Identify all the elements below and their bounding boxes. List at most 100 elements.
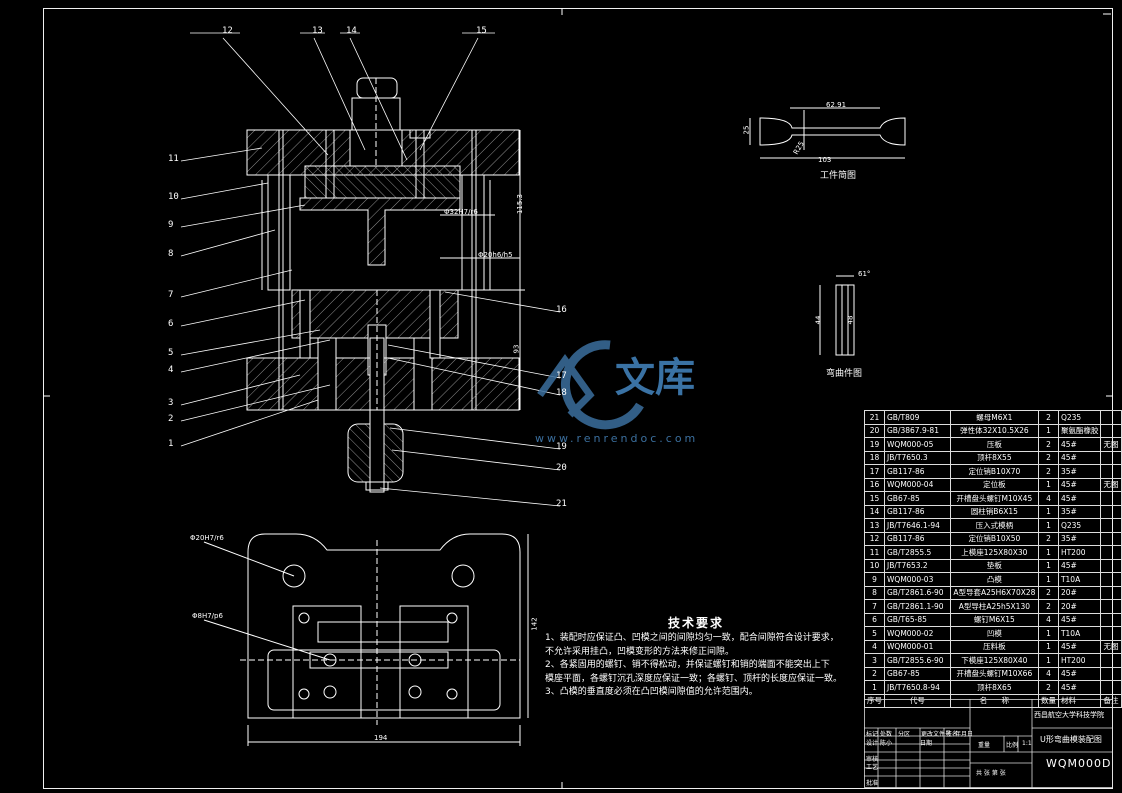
bom-cell: 1 <box>1037 653 1059 668</box>
callout-21: 21 <box>556 499 567 509</box>
callout-3: 3 <box>168 398 174 408</box>
bom-cell: 45# <box>1057 491 1102 506</box>
bom-cell <box>1100 572 1122 587</box>
bom-cell: 2 <box>1037 599 1059 614</box>
bom-cell: A型导套A25H6X70X28 <box>949 585 1039 600</box>
bom-cell: 凹模 <box>949 626 1039 641</box>
tech-requirements: 1、装配时应保证凸、凹模之间的间隙均匀一致，配合间隙符合设计要求， 不允许采用挂… <box>545 615 865 700</box>
bom-cell: 聚氨酯橡胶 <box>1057 423 1102 438</box>
bom-cell: 17 <box>864 464 885 479</box>
bom-cell: 3 <box>864 653 885 668</box>
tech-line: 2、各紧固用的螺钉、销不得松动，并保证螺钉和销的端面不能突出上下 <box>545 660 830 671</box>
bom-cell: 45# <box>1057 450 1102 465</box>
bom-cell: 弹性体32X10.5X26 <box>949 423 1039 438</box>
workpiece-sketch <box>749 107 906 159</box>
bom-cell <box>1100 585 1122 600</box>
bom-cell: 2 <box>1037 464 1059 479</box>
bent-dim-h2: 48 <box>846 315 855 325</box>
bom-cell: 2 <box>1037 450 1059 465</box>
callout-18: 18 <box>556 388 567 398</box>
tb-school: 西昌航空大学科技学院 <box>1034 711 1104 719</box>
bom-cell: GB67-85 <box>884 666 951 681</box>
tb-row-sign: 签名 <box>946 731 959 738</box>
callout-15: 15 <box>476 26 487 36</box>
bom-cell: 2 <box>1037 437 1059 452</box>
bom-cell: GB117-86 <box>884 504 951 519</box>
bom-cell: 2 <box>864 666 885 681</box>
bom-cell: 开槽盘头螺钉M10X45 <box>949 491 1039 506</box>
bom-cell: 1 <box>1037 639 1059 654</box>
bom-cell: Q235 <box>1057 518 1102 533</box>
bom-cell: 压料板 <box>949 639 1039 654</box>
front-section <box>246 77 525 493</box>
bom-cell <box>1100 518 1122 533</box>
bom-cell <box>1100 545 1122 560</box>
bom-cell: 21 <box>864 410 885 425</box>
tech-line: 模座平面，各螺钉沉孔深度应保证一致；各螺钉、顶杆的长度应保证一致。 <box>545 673 843 684</box>
bom-cell: T10A <box>1057 572 1102 587</box>
bom-cell: 1 <box>1037 518 1059 533</box>
bom-cell: GB/3867.9-81 <box>884 423 951 438</box>
bom-cell: GB/T2855.5 <box>884 545 951 560</box>
bom-cell: 45# <box>1057 558 1102 573</box>
bom-cell <box>1100 531 1122 546</box>
bom-cell <box>1100 626 1122 641</box>
bom-cell: 45# <box>1057 639 1102 654</box>
tb-scale: 比例 <box>1006 742 1019 749</box>
bom-cell: GB/T2861.6-90 <box>884 585 951 600</box>
bom-cell: 8 <box>864 585 885 600</box>
bom-cell: 压入式模柄 <box>949 518 1039 533</box>
callout-5: 5 <box>168 348 174 358</box>
bom-cell: GB67-85 <box>884 491 951 506</box>
bom-cell <box>1100 504 1122 519</box>
callout-1: 1 <box>168 439 174 449</box>
bom-cell: 1 <box>1037 423 1059 438</box>
bom-cell <box>1100 666 1122 681</box>
bom-cell: 11 <box>864 545 885 560</box>
dim-fit-top: Φ32H7/r6 <box>444 208 478 216</box>
bom-cell: GB117-86 <box>884 464 951 479</box>
bom-cell: 2 <box>1037 585 1059 600</box>
callout-9: 9 <box>168 220 174 230</box>
bom-cell: 35# <box>1057 464 1102 479</box>
bom-cell: 45# <box>1057 437 1102 452</box>
bom-header-cell: 数量 <box>1037 693 1059 708</box>
bom-cell: 凸模 <box>949 572 1039 587</box>
bom-cell <box>1100 450 1122 465</box>
bom-cell: GB/T2855.6-90 <box>884 653 951 668</box>
workpiece-dim-total: 103 <box>818 156 832 164</box>
bom-cell: HT200 <box>1057 653 1102 668</box>
bom-cell: 顶杆8X65 <box>949 680 1039 695</box>
bom-cell: WQM000-04 <box>884 477 951 492</box>
bom-cell: 无图 <box>1100 437 1122 452</box>
tb-role-approve: 批准 <box>866 780 879 787</box>
bom-cell <box>1100 653 1122 668</box>
callout-6: 6 <box>168 319 174 329</box>
bom-cell <box>1100 491 1122 506</box>
bom-header-cell: 材料 <box>1057 693 1102 708</box>
top-view <box>203 533 529 746</box>
callout-19: 19 <box>556 442 567 452</box>
callout-17: 17 <box>556 371 567 381</box>
dim-width-bottom: 194 <box>374 734 388 742</box>
bom-cell: 1 <box>1037 626 1059 641</box>
bom-cell: 螺母M6X1 <box>949 410 1039 425</box>
bom-cell: 4 <box>864 639 885 654</box>
bom-cell: JB/T7653.2 <box>884 558 951 573</box>
tb-row-change: 更改文件号 <box>921 731 952 738</box>
bom-cell: WQM000-03 <box>884 572 951 587</box>
bom-cell: A型导柱A25h5X130 <box>949 599 1039 614</box>
bom-cell: 18 <box>864 450 885 465</box>
tb-drawing-name: U形弯曲模装配图 <box>1040 735 1102 744</box>
